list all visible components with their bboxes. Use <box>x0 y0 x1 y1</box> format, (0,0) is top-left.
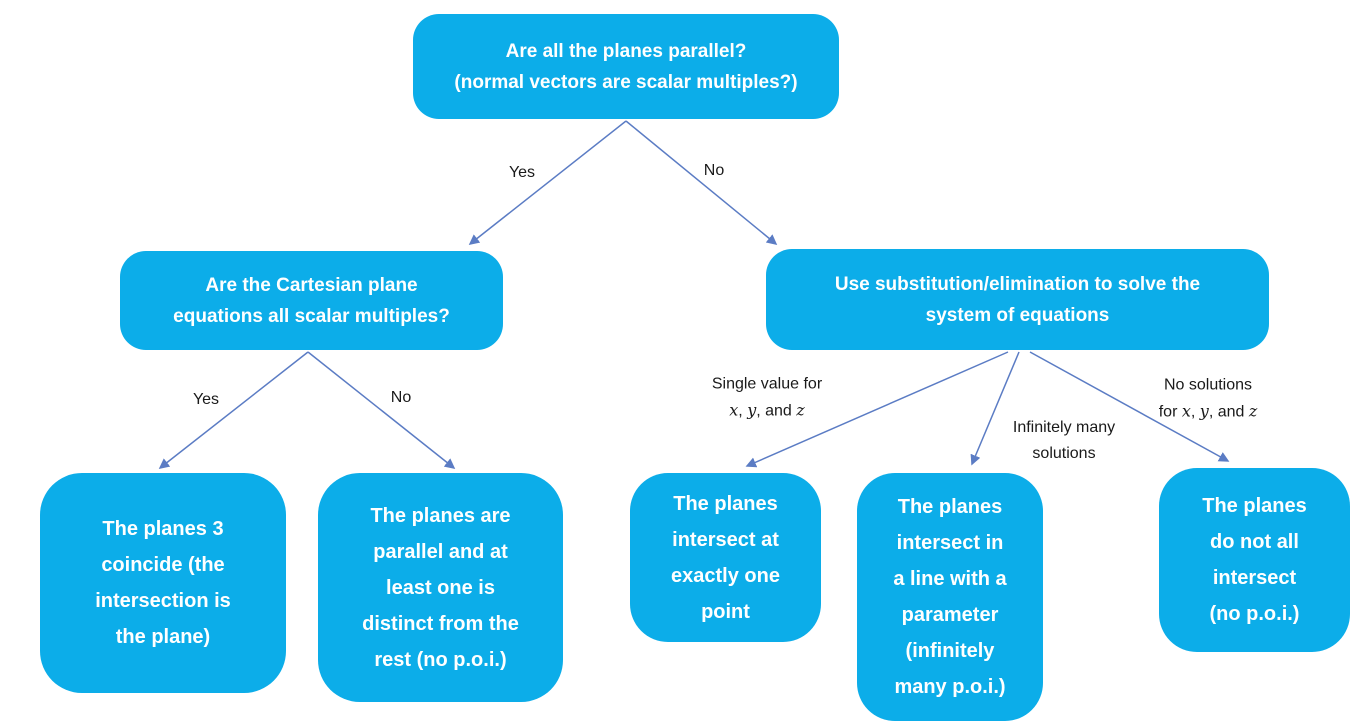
edge-label-line: Infinitely many <box>1012 419 1116 436</box>
edge-label-no-top: No <box>703 162 725 179</box>
edge-label-no-solutions: No solutions for x, y, and z <box>1159 373 1258 426</box>
arrow-root-to-substitution <box>625 120 778 245</box>
node-are-planes-parallel: Are all the planes parallel?(normal vect… <box>413 14 839 119</box>
edge-label-yes-left: Yes <box>192 391 220 408</box>
node-use-substitution-elimination: Use substitution/elimination to solve th… <box>766 249 1269 350</box>
edge-label-line: Single value for <box>711 375 823 393</box>
edge-label-line: No solutions <box>1163 376 1253 394</box>
edge-label-yes-top: Yes <box>508 164 536 181</box>
arrow-cartesian-to-parallel-distinct <box>307 351 456 469</box>
arrow-cartesian-to-coincide <box>158 351 309 469</box>
edge-label-line: solutions <box>1032 445 1096 462</box>
edge-label-no-left: No <box>390 389 412 406</box>
edge-label-single-value: Single value for x, y, and z <box>712 372 822 425</box>
edge-label-infinitely-many: Infinitely many solutions <box>1013 415 1115 467</box>
edge-label-line: x, y, and z <box>729 400 805 420</box>
arrow-root-to-cartesian <box>468 120 627 245</box>
edge-label-line: for x, y, and z <box>1158 401 1258 421</box>
